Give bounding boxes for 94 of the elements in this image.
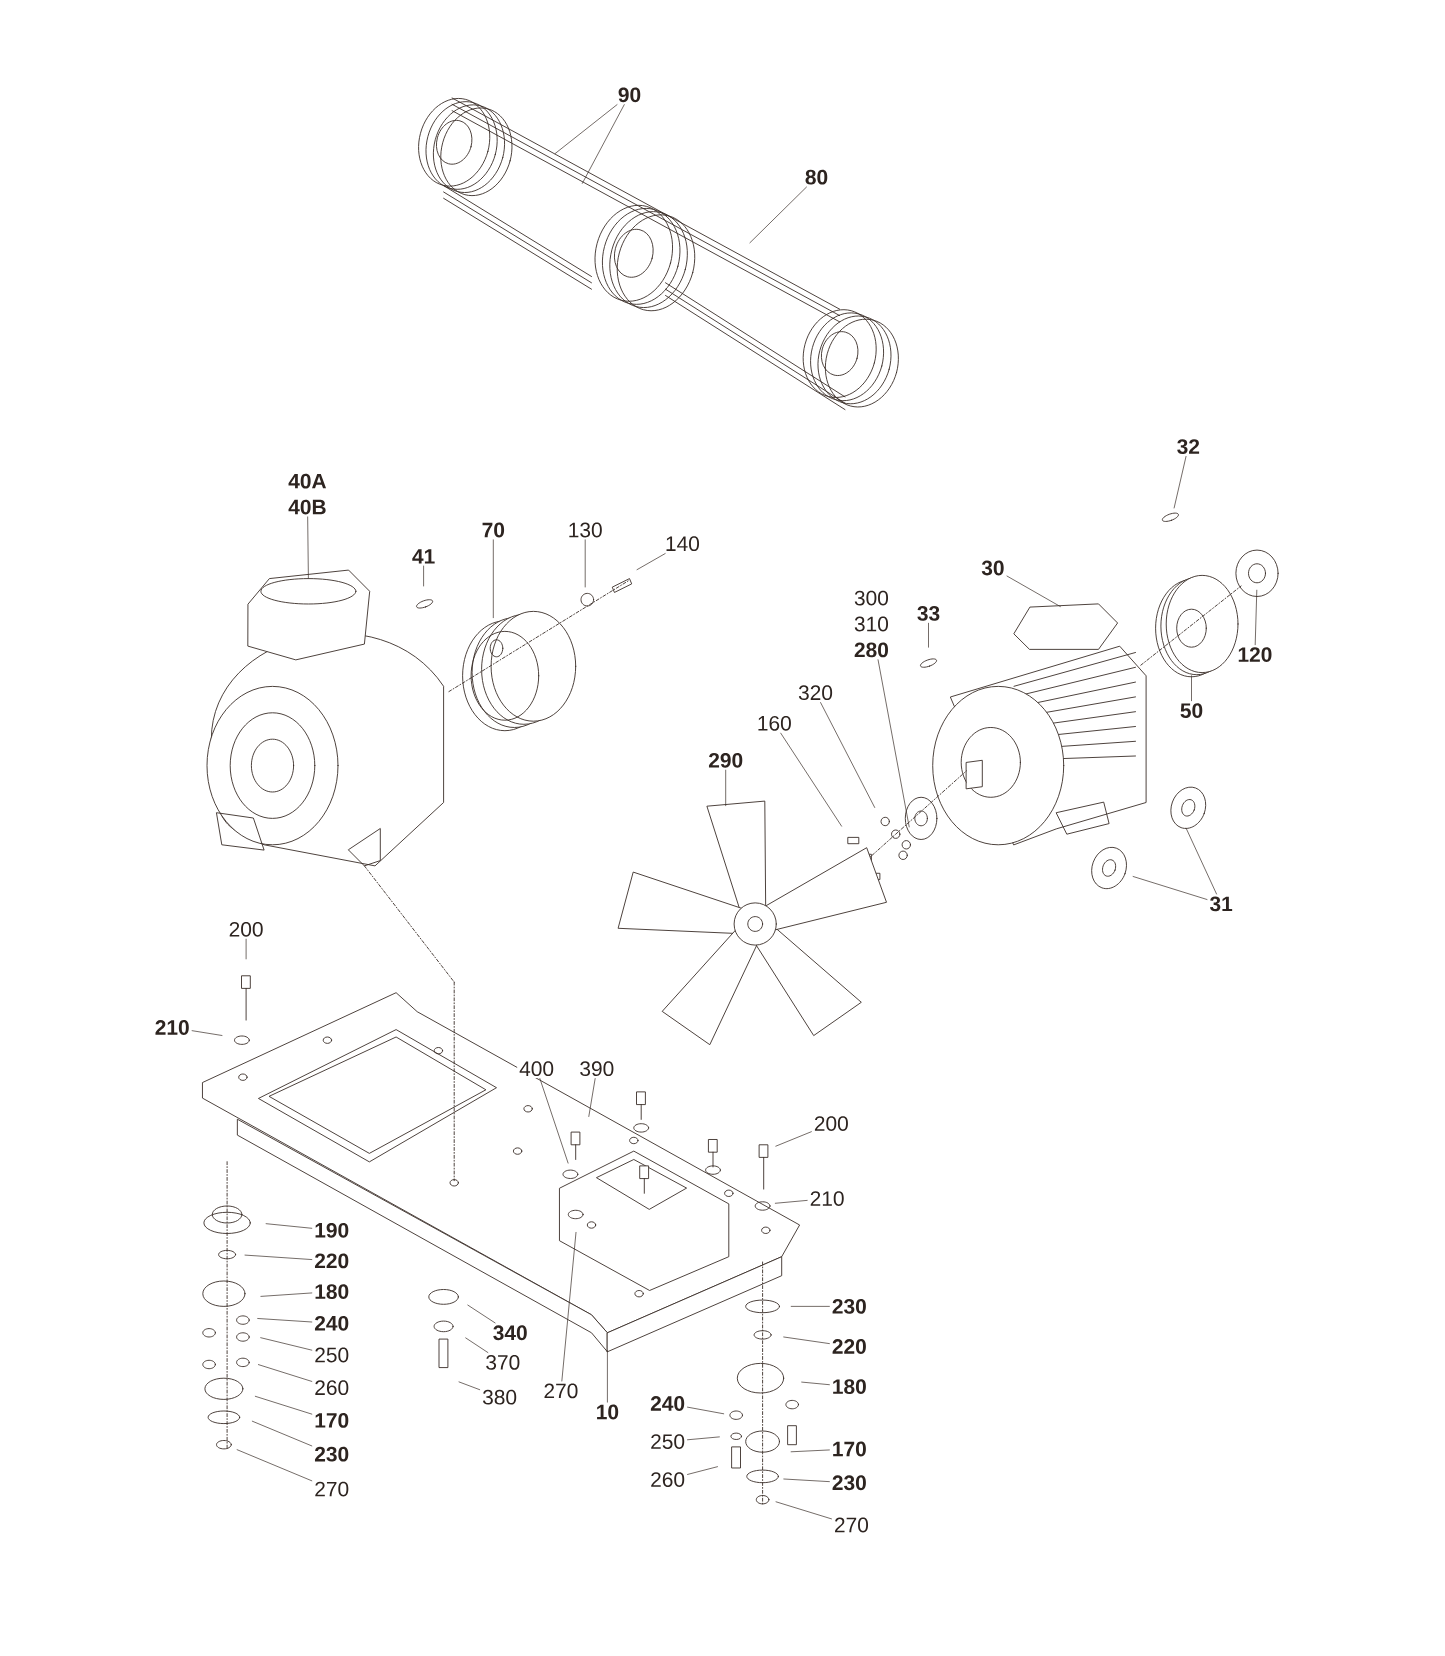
callout-number: 31 [1207, 894, 1235, 914]
leader-line [1191, 675, 1192, 702]
callout-number: 250 [312, 1345, 352, 1365]
leader-line [801, 1381, 830, 1386]
callout-number: 70 [479, 520, 507, 540]
callout-number: 140 [662, 534, 702, 554]
callout-number: 180 [312, 1282, 352, 1301]
leader-line [687, 1406, 725, 1415]
leader-line [260, 1292, 313, 1297]
callout-number: 33 [914, 603, 943, 623]
callout-number: 400 [517, 1059, 557, 1079]
callout-number: 270 [541, 1381, 581, 1401]
leader-line [588, 1078, 596, 1117]
leader-line [467, 1304, 496, 1324]
leader-line [820, 702, 876, 808]
callout-number: 30 [979, 558, 1007, 578]
leader-line [258, 1364, 313, 1382]
leader-line [244, 1254, 313, 1260]
leader-line [790, 1449, 830, 1453]
leader-line [191, 1030, 223, 1036]
leader-line [423, 565, 424, 587]
leader-line [775, 1501, 832, 1520]
callout-number: 210 [807, 1189, 847, 1208]
callout-number: 240 [648, 1394, 688, 1413]
leader-line [1185, 827, 1217, 895]
leader-line [783, 1336, 830, 1344]
callout-number: 200 [811, 1114, 851, 1133]
callout-number: 220 [829, 1337, 869, 1356]
leader-line [260, 1337, 313, 1351]
leader-line [492, 539, 494, 619]
callout-number: 170 [829, 1439, 869, 1459]
callout-number: 230 [829, 1296, 869, 1316]
leader-line [554, 104, 618, 154]
leader-line [783, 1478, 830, 1482]
callout-number: 240 [312, 1313, 352, 1333]
callout-number: 230 [829, 1473, 869, 1493]
leader-line [1254, 589, 1258, 646]
callout-number: 260 [648, 1470, 688, 1489]
leader-line [790, 1306, 830, 1307]
callout-number: 270 [312, 1479, 352, 1499]
leader-line [1006, 575, 1061, 607]
leader-line [465, 1337, 489, 1353]
callout-number: 300 310 280 [851, 588, 891, 660]
leader-line [749, 186, 807, 244]
leader-line [245, 938, 247, 960]
callout-number: 230 [312, 1444, 352, 1464]
callout-number: 130 [565, 520, 605, 540]
leader-line [307, 516, 309, 579]
callout-number: 290 [706, 750, 746, 770]
callout-number: 260 [312, 1378, 352, 1398]
leader-line [780, 732, 842, 827]
leader-line [236, 1449, 313, 1482]
leader-line [561, 1232, 577, 1382]
callout-number: 170 [312, 1411, 352, 1430]
callout-number: 390 [577, 1059, 617, 1079]
leader-line [265, 1223, 313, 1229]
leader-line [774, 1200, 808, 1204]
callout-number: 220 [312, 1251, 352, 1271]
callout-number: 270 [831, 1515, 871, 1535]
callout-number: 380 [480, 1387, 520, 1407]
callout-number: 32 [1174, 437, 1202, 456]
callout-number: 50 [1177, 701, 1206, 720]
leader-line [584, 539, 586, 588]
leader-line [581, 104, 625, 184]
callout-number: 160 [754, 713, 794, 733]
callout-number: 180 [829, 1377, 869, 1396]
leader-line [251, 1420, 313, 1447]
callout-number: 90 [615, 85, 644, 105]
leader-line [257, 1318, 313, 1323]
callout-number: 10 [593, 1402, 622, 1422]
leader-line [687, 1466, 718, 1475]
callout-number: 320 [796, 683, 835, 703]
leader-line [687, 1436, 720, 1441]
leader-line [928, 622, 929, 648]
callout-number: 80 [802, 167, 831, 187]
callout-number: 41 [409, 547, 438, 566]
leader-line [725, 769, 727, 807]
callout-number: 120 [1235, 645, 1275, 664]
callout-number: 210 [152, 1018, 192, 1037]
callout-number: 340 [490, 1323, 530, 1343]
leader-line [877, 659, 910, 828]
leader-line [775, 1131, 812, 1147]
leader-line [1173, 456, 1187, 509]
leader-line [539, 1078, 569, 1164]
callout-number: 250 [648, 1432, 688, 1451]
leader-line [1132, 876, 1208, 900]
leader-line [607, 1350, 608, 1403]
callout-number: 200 [226, 919, 266, 939]
leader-line [254, 1395, 313, 1415]
leader-line [636, 553, 666, 571]
callout-number: 370 [483, 1353, 523, 1372]
leader-line [458, 1381, 481, 1391]
callout-number: 190 [312, 1220, 352, 1240]
callout-number: 40A 40B [286, 471, 329, 517]
